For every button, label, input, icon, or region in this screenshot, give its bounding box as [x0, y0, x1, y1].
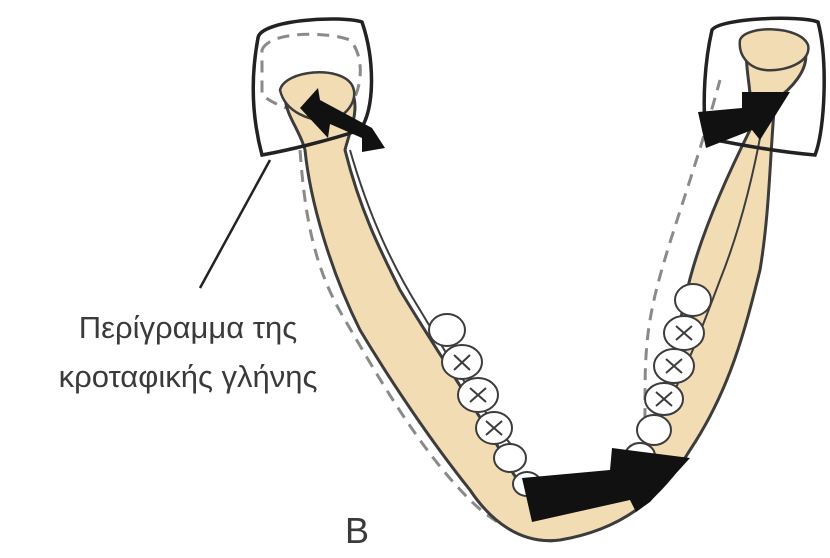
callout-leader-line — [200, 160, 270, 288]
tooth — [675, 284, 711, 316]
callout-label-line1: Περίγραμμα της — [79, 310, 297, 345]
right-condyle — [740, 29, 809, 70]
tooth — [637, 415, 671, 445]
panel-letter: B — [345, 510, 369, 551]
tooth — [494, 444, 526, 472]
mandible-body — [285, 31, 806, 540]
callout-label-line2: κροταφικής γλήνης — [59, 359, 318, 394]
tooth — [429, 314, 465, 346]
